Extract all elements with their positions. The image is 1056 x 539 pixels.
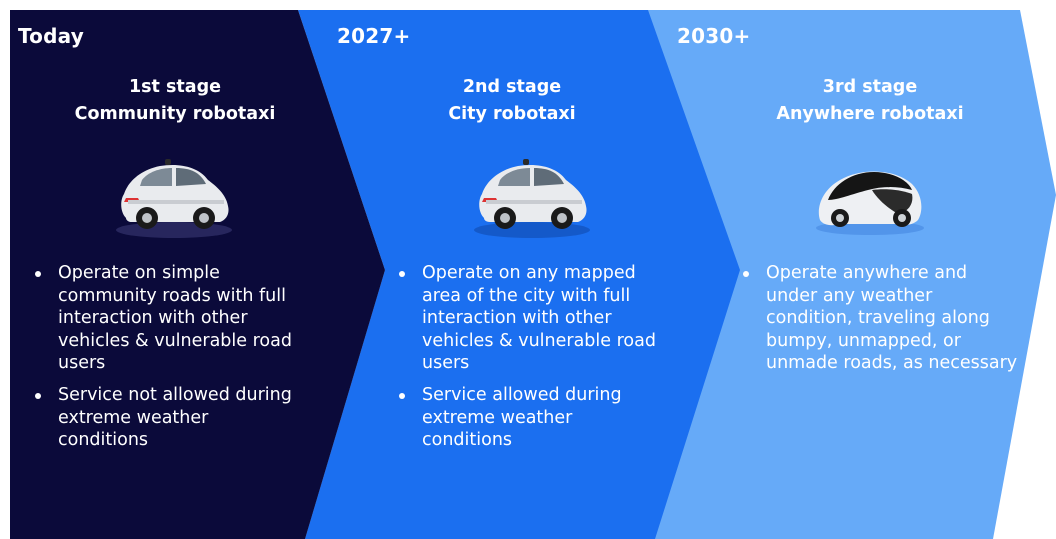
stage-2-era: 2027+: [337, 24, 411, 48]
list-item: Operate on simple community roads with f…: [31, 262, 301, 375]
bullet-icon: [743, 271, 749, 277]
bullet-icon: [399, 271, 405, 277]
stage-2-title: 2nd stage City robotaxi: [392, 74, 632, 128]
stage-3-title: 3rd stage Anywhere robotaxi: [740, 74, 1000, 128]
stage-1-title-line2: Community robotaxi: [74, 104, 276, 124]
stage1-background: [10, 10, 385, 539]
list-item: Service not allowed during extreme weath…: [31, 384, 301, 452]
robotaxi-car-icon: [116, 159, 232, 238]
stage-3-title-line2: Anywhere robotaxi: [776, 104, 964, 124]
stage-1: Today 1st stage Community robotaxi Opera…: [0, 0, 385, 539]
stage2-background: [298, 10, 740, 539]
stage-3-bullets: Operate anywhere and under any weather c…: [739, 262, 1019, 384]
stage-3-era: 2030+: [677, 24, 751, 48]
stage-3-title-line1: 3rd stage: [822, 77, 918, 97]
stage-1-bullets: Operate on simple community roads with f…: [31, 262, 301, 461]
list-item: Service allowed during extreme weather c…: [395, 384, 665, 452]
bullet-icon: [35, 392, 41, 399]
pod-car-icon: [816, 171, 924, 235]
stage-2-title-line1: 2nd stage: [462, 77, 562, 97]
list-item: Operate on any mapped area of the city w…: [395, 262, 665, 375]
stage-1-title: 1st stage Community robotaxi: [40, 74, 310, 128]
stage-2-bullets: Operate on any mapped area of the city w…: [395, 262, 665, 461]
stage-2-title-line2: City robotaxi: [448, 104, 576, 124]
list-item: Operate anywhere and under any weather c…: [739, 262, 1019, 375]
stage-3: 2030+ 3rd stage Anywhere robotaxi Operat…: [640, 0, 1056, 539]
bullet-icon: [35, 271, 41, 277]
stage-1-era: Today: [18, 24, 84, 48]
stage-2: 2027+ 2nd stage City robotaxi Operate on…: [300, 0, 660, 539]
stage-1-title-line1: 1st stage: [128, 77, 222, 97]
robotaxi-car-icon: [474, 159, 590, 238]
bullet-icon: [399, 392, 405, 399]
